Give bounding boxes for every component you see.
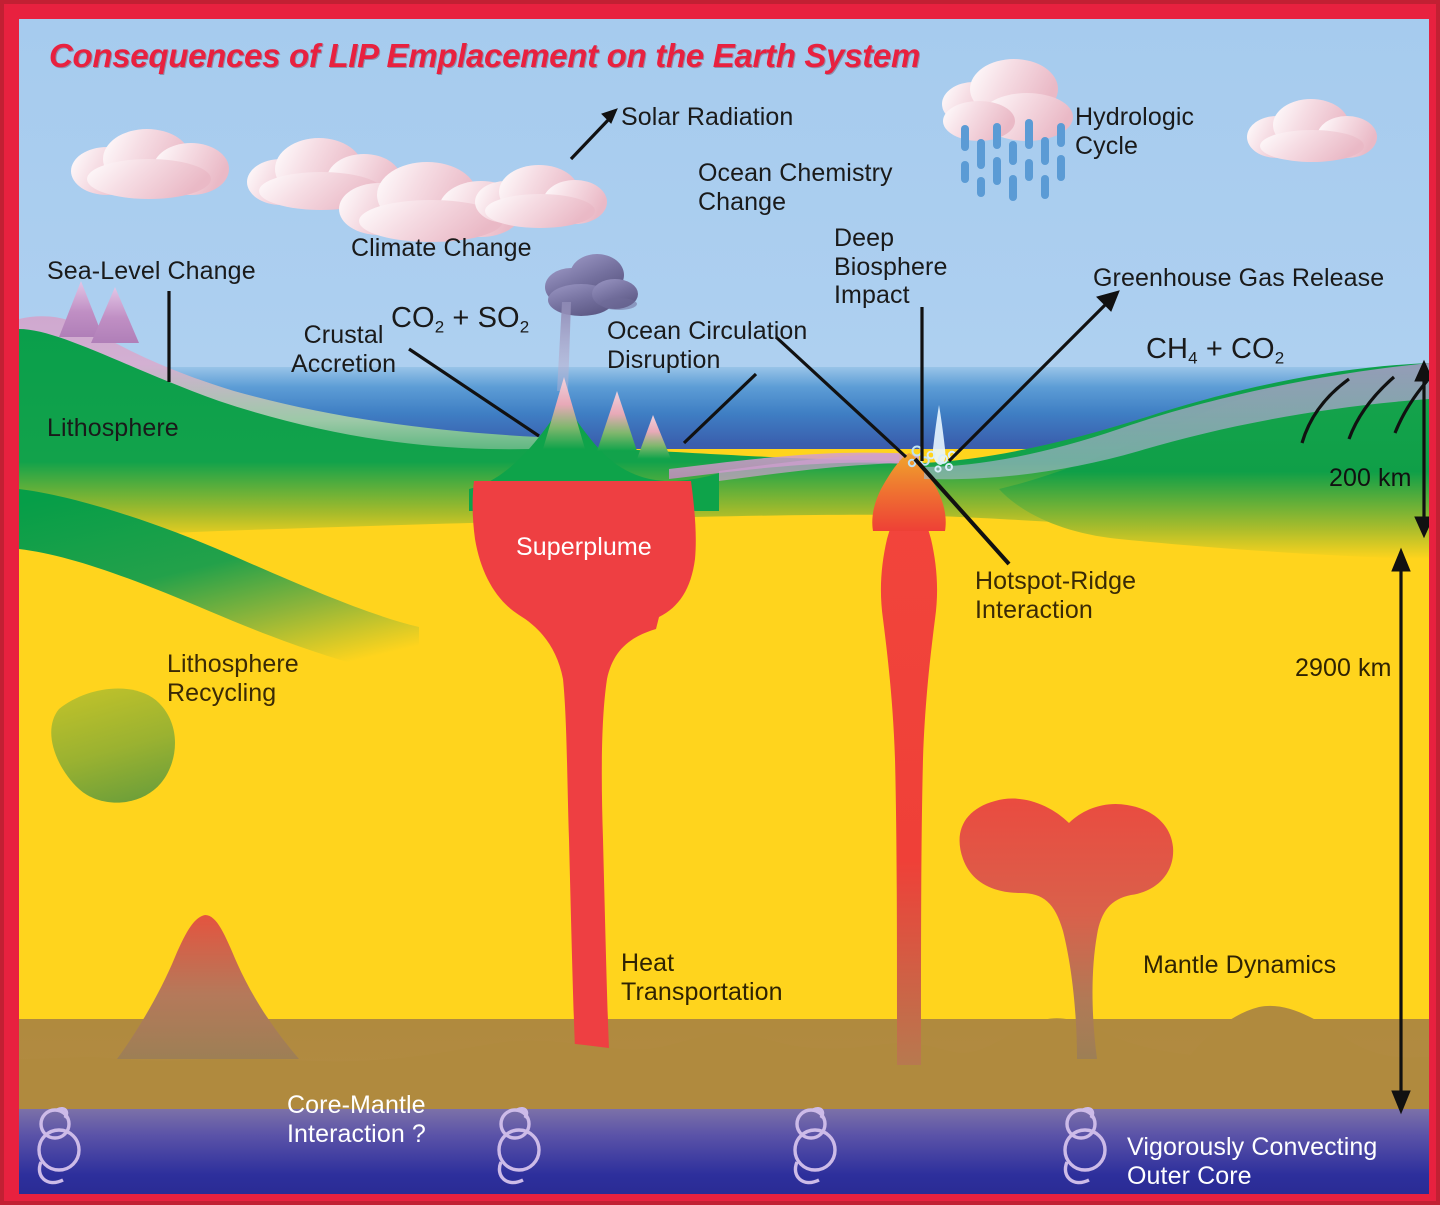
diagram-canvas: Consequences of LIP Emplacement on the E… [19,19,1429,1194]
heat-transport-column [117,915,299,1059]
rain-dash [1041,175,1049,199]
cloud-group-left [71,129,229,199]
left-continent-peak-1 [59,281,103,337]
convection-swirl-icon [1063,1107,1107,1185]
d-layer-topography [19,1018,1429,1109]
label-greenhouse-formula: CH4 + CO2 [1146,300,1284,368]
formula-plus: + SO [444,302,520,335]
label-lithosphere-recycling: Lithosphere Recycling [167,650,299,707]
recycled-slab-blob [51,688,175,803]
hotspot-vent-cone [872,453,946,531]
label-depth-2900km: 2900 km [1295,654,1392,682]
label-ocean-chemistry-change: Ocean Chemistry Change [698,159,893,216]
figure-inner-border: Consequences of LIP Emplacement on the E… [13,13,1435,1200]
rain-dash [977,139,985,169]
figure-title: Consequences of LIP Emplacement on the E… [49,37,921,74]
label-crustal-accretion: Crustal Accretion [291,321,397,378]
label-climate-change-formula: CO2 + SO2 [391,269,529,337]
convection-swirl-icon [497,1107,541,1185]
label-solar-radiation: Solar Radiation [621,103,794,131]
rain-dash [1041,137,1049,165]
cloud-group-far-right [1247,99,1377,162]
co2-subscript: 2 [434,317,445,337]
hotspot-ridge-column [880,481,938,1065]
co2-text: CO [391,302,435,335]
rain-dash [993,157,1001,185]
left-continent-peak-2 [91,287,139,343]
ocean-floor-sediment-right [719,453,899,481]
greenhouse-gas-arrow [947,290,1120,463]
cloud-group-mid-right [475,165,607,228]
convection-swirl-group [37,1107,1107,1185]
label-greenhouse-gas-release: Greenhouse Gas Release [1093,264,1385,292]
right-continent [999,365,1429,559]
outer-core-layer [19,1097,1429,1194]
so2-subscript: 2 [519,317,530,337]
co2-subscript: 2 [1274,348,1285,368]
leader-lines [167,108,1120,566]
label-sea-level-change: Sea-Level Change [47,257,256,285]
label-hydrologic-cycle: Hydrologic Cycle [1075,103,1195,160]
thrust-arc-1 [1300,377,1350,444]
rain-dash [1009,141,1017,165]
convection-swirl-icon [37,1107,81,1185]
solar-radiation-arrow [569,108,618,161]
rain-dash [1025,159,1033,181]
label-vigorously-convecting-outer-core: Vigorously Convecting Outer Core [1127,1133,1378,1190]
d-layer-hump-right [1187,1005,1429,1079]
cloud-group-rain [942,59,1073,141]
label-deep-biosphere-impact: Deep Biosphere Impact [834,224,948,309]
volcanic-ash-cloud [545,254,638,316]
volcano-peak-1 [543,377,585,449]
rain-dash [961,125,969,151]
label-hotspot-ridge-interaction: Hotspot-Ridge Interaction [975,567,1137,624]
rain-dash [1025,119,1033,149]
rain-dash [1057,155,1065,181]
mantle-dynamics-plume [959,798,1174,1059]
rain-dash [1009,175,1017,201]
label-climate-change: Climate Change [351,234,532,262]
ocean-circulation-leader [682,372,758,445]
label-heat-transportation: Heat Transportation [621,949,783,1006]
label-superplume: Superplume [516,533,652,561]
rain-dash [977,177,985,197]
depth-scale-2900km [1391,547,1411,1115]
rain-dash [1057,123,1065,147]
label-mantle-dynamics: Mantle Dynamics [1143,951,1337,979]
rain-dash [961,161,969,183]
convection-swirl-icon [793,1107,837,1185]
geology-shapes [19,59,1429,1185]
subducting-slab [19,489,419,679]
thrust-arc-2 [1347,375,1396,440]
right-continent-water-overlay [924,363,1429,480]
label-ocean-circulation-disruption: Ocean Circulation Disruption [607,317,808,374]
crustal-accretion-leader [408,347,540,438]
ch4-text: CH [1146,333,1189,366]
label-depth-200km: 200 km [1329,464,1412,492]
depth-scale-200km [1414,359,1429,539]
mantle-layer [19,449,1429,1074]
label-lithosphere: Lithosphere [47,414,179,442]
label-core-mantle-interaction: Core-Mantle Interaction ? [287,1091,426,1148]
volcano-peak-2 [597,391,637,451]
volcano-peak-3 [637,415,671,459]
formula-plus: + CO [1197,333,1275,366]
ocean-chemistry-leader [774,335,908,459]
hotspot-ridge-leader [913,457,1011,566]
ch4-subscript: 4 [1188,348,1198,368]
superplume [472,481,696,1049]
rain-dash [993,123,1001,149]
eruption-column [557,302,571,391]
